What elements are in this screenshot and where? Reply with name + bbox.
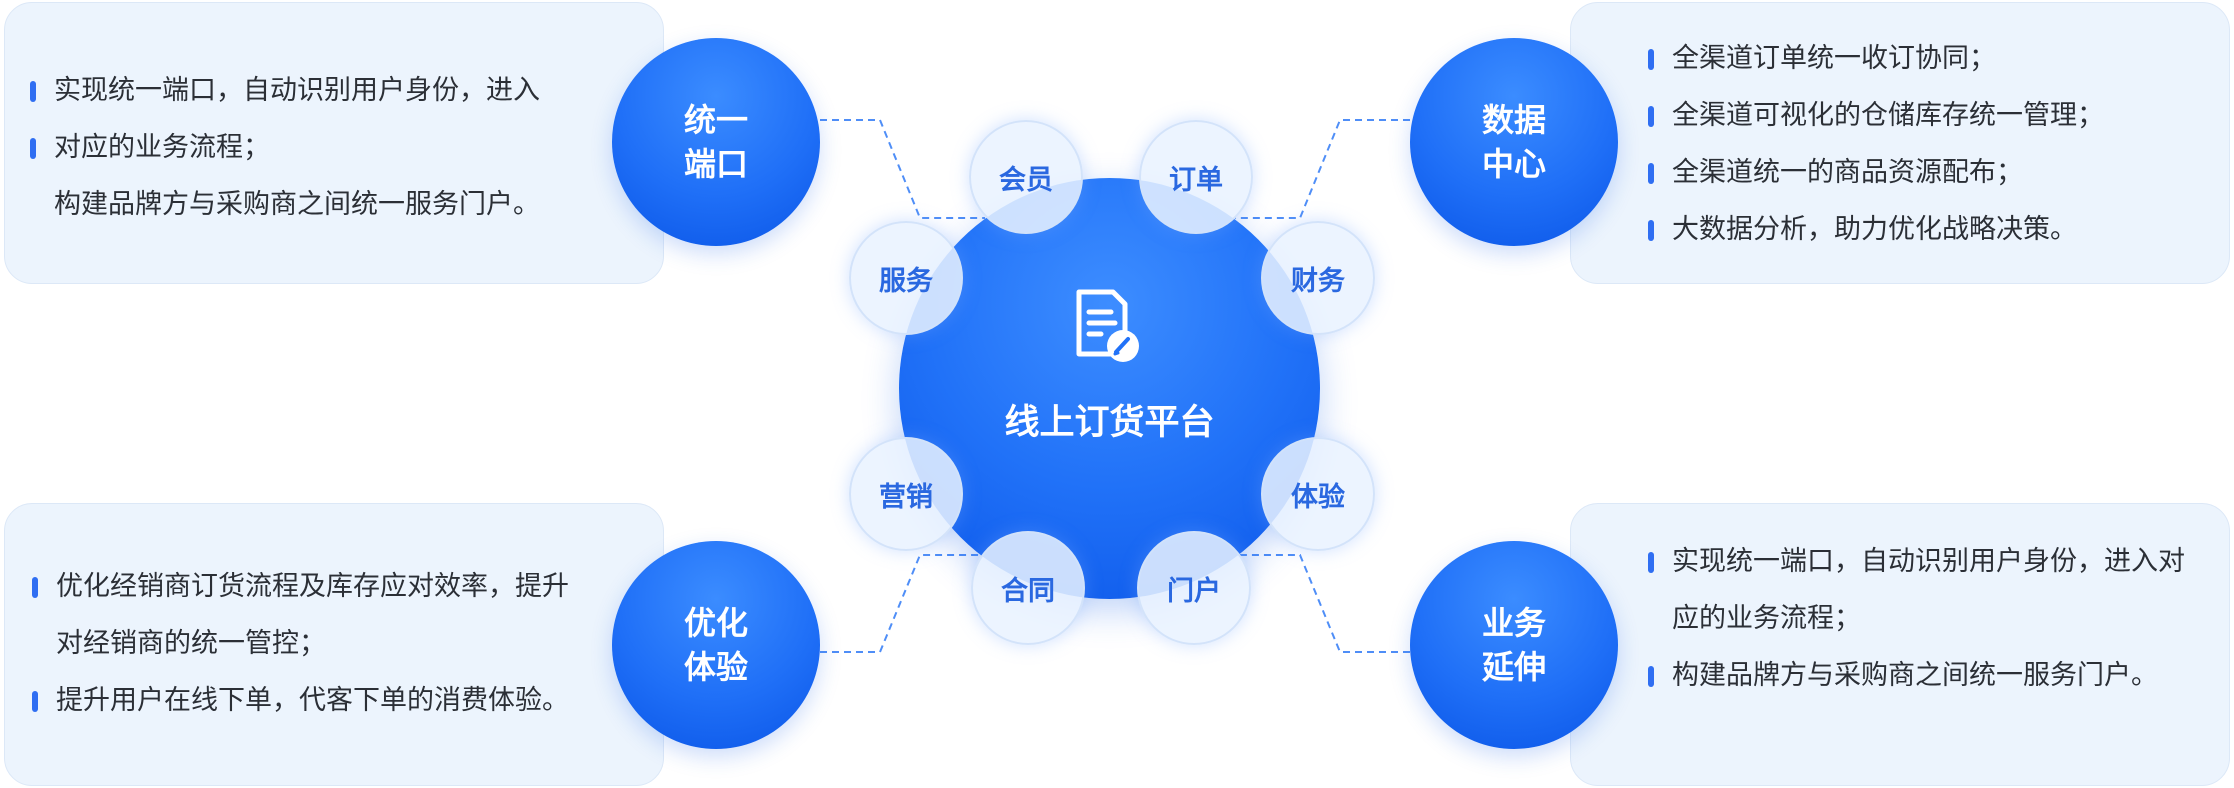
node-unified-port: 统一 端口 bbox=[612, 38, 820, 246]
satellite-portal: 门户 bbox=[1137, 531, 1251, 645]
node-label: 体验 bbox=[683, 648, 748, 686]
panel-line: 大数据分析，助力优化战略决策。 bbox=[1648, 201, 2104, 258]
panel-top-right bbox=[1570, 2, 2230, 284]
connector-bottom-right bbox=[1235, 554, 1410, 653]
panel-line: 对经销商的统一管控； bbox=[56, 628, 326, 659]
connector-top-right bbox=[1235, 119, 1410, 219]
satellite-contract: 合同 bbox=[971, 531, 1085, 645]
panel-line: 优化经销商订货流程及库存应对效率，提升 bbox=[32, 558, 569, 615]
panel-bottom-left bbox=[4, 503, 664, 786]
panel-line: 应的业务流程； bbox=[1672, 603, 1861, 634]
panel-line: 对应的业务流程； bbox=[30, 119, 540, 176]
node-label: 优化 bbox=[683, 604, 748, 642]
satellite-order: 订单 bbox=[1139, 120, 1253, 234]
connector-top-left bbox=[820, 119, 985, 219]
node-optimize-experience: 优化 体验 bbox=[612, 541, 820, 749]
panel-line: 构建品牌方与采购商之间统一服务门户。 bbox=[54, 189, 540, 220]
node-data-center: 数据 中心 bbox=[1410, 38, 1618, 246]
panel-top-left bbox=[4, 2, 664, 284]
node-label: 延伸 bbox=[1481, 648, 1546, 686]
panel-line: 实现统一端口，自动识别用户身份，进入对 bbox=[1648, 533, 2185, 590]
satellite-service: 服务 bbox=[849, 221, 963, 335]
node-business-extension: 业务 延伸 bbox=[1410, 541, 1618, 749]
panel-top-left-text: 实现统一端口，自动识别用户身份，进入 对应的业务流程； 构建品牌方与采购商之间统… bbox=[30, 62, 540, 233]
panel-top-right-text: 全渠道订单统一收订协同； 全渠道可视化的仓储库存统一管理； 全渠道统一的商品资源… bbox=[1648, 30, 2104, 258]
panel-line: 全渠道订单统一收订协同； bbox=[1648, 30, 2104, 87]
connector-bottom-left bbox=[820, 554, 985, 653]
node-label: 端口 bbox=[683, 145, 748, 183]
node-label: 业务 bbox=[1481, 604, 1546, 642]
node-label: 统一 bbox=[683, 101, 748, 139]
document-edit-icon bbox=[1076, 289, 1139, 362]
center-circle bbox=[899, 178, 1320, 599]
panel-line: 实现统一端口，自动识别用户身份，进入 bbox=[30, 62, 540, 119]
node-label: 数据 bbox=[1481, 101, 1546, 139]
panel-line: 全渠道统一的商品资源配布； bbox=[1648, 144, 2104, 201]
panel-bottom-right-text: 实现统一端口，自动识别用户身份，进入对 应的业务流程； 构建品牌方与采购商之间统… bbox=[1648, 533, 2185, 704]
satellite-marketing: 营销 bbox=[849, 437, 963, 551]
satellite-experience: 体验 bbox=[1261, 437, 1375, 551]
node-label: 中心 bbox=[1481, 145, 1546, 183]
panel-bottom-left-text: 优化经销商订货流程及库存应对效率，提升 对经销商的统一管控； 提升用户在线下单，… bbox=[32, 558, 569, 729]
satellite-member: 会员 bbox=[969, 120, 1083, 234]
center-title: 线上订货平台 bbox=[1004, 403, 1215, 443]
panel-line: 构建品牌方与采购商之间统一服务门户。 bbox=[1648, 647, 2185, 704]
panel-line: 全渠道可视化的仓储库存统一管理； bbox=[1648, 87, 2104, 144]
panel-line: 提升用户在线下单，代客下单的消费体验。 bbox=[32, 672, 569, 729]
satellite-finance: 财务 bbox=[1261, 221, 1375, 335]
panel-bottom-right bbox=[1570, 503, 2230, 786]
